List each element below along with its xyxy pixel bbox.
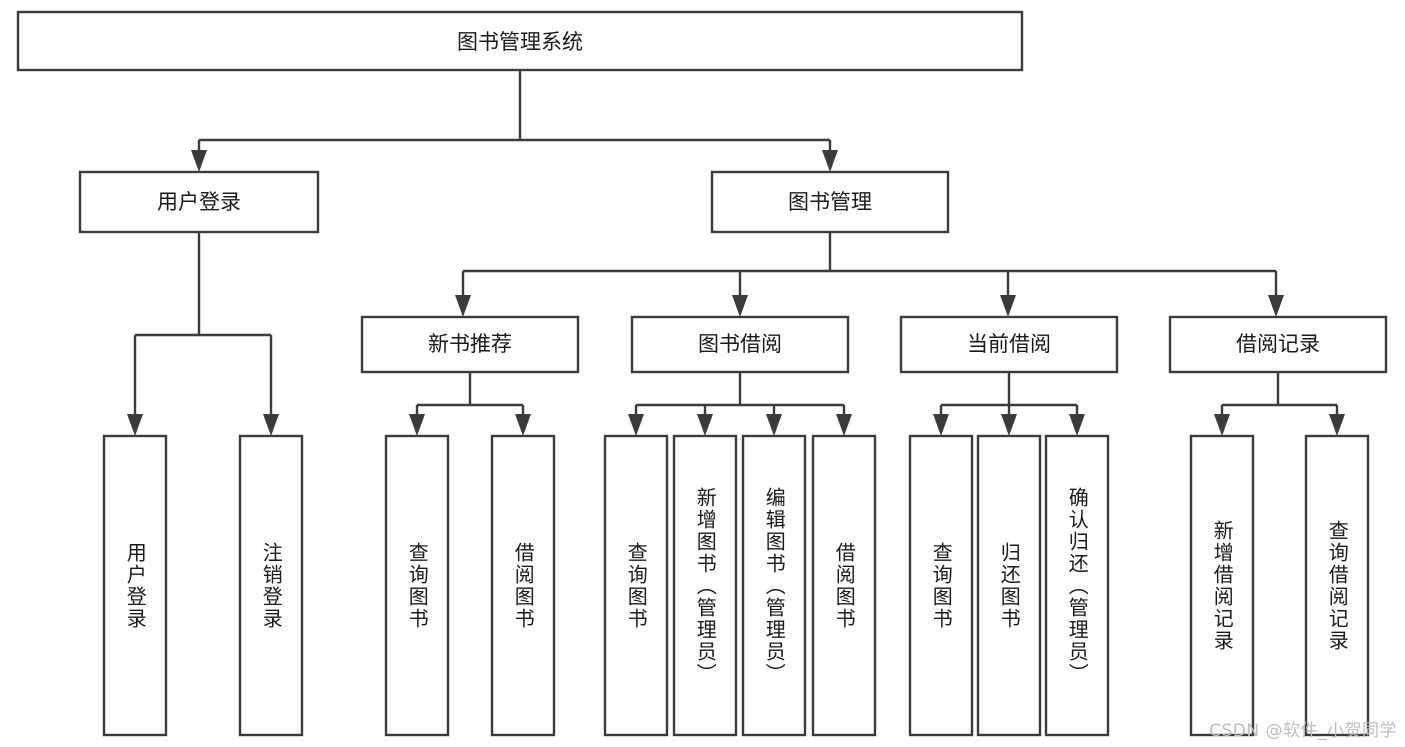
arrow-br-to-leaf-2: [1329, 414, 1345, 436]
node-book-management-system[interactable]: [16, 10, 1024, 72]
arrow-bm-to-current-borrow: [1000, 295, 1016, 317]
node-leaf-query-book-2[interactable]: [603, 434, 669, 737]
arrow-user-login-to-leaf-2: [263, 414, 279, 436]
arrow-bb-to-leaf-4: [836, 414, 852, 436]
arrow-bm-to-new-book-recommend: [455, 295, 471, 317]
arrow-bb-to-leaf-3: [766, 414, 782, 436]
node-leaf-borrow-book-1[interactable]: [490, 434, 556, 737]
node-leaf-edit-book[interactable]: [741, 434, 807, 737]
arrow-br-to-leaf-1: [1214, 414, 1230, 436]
arrow-bm-to-book-borrow: [732, 295, 748, 317]
arrow-cb-to-leaf-2: [1001, 414, 1017, 436]
csdn-watermark: CSDN @软件_小贺同学: [1209, 721, 1397, 741]
arrow-bb-to-leaf-2: [697, 414, 713, 436]
node-label-borrow-record: 借阅记录: [1236, 332, 1320, 356]
arrow-bm-to-borrow-record: [1268, 295, 1284, 317]
arrow-nbr-to-leaf-2: [515, 414, 531, 436]
node-label-book-management: 图书管理: [788, 190, 872, 214]
node-book-management[interactable]: [710, 170, 950, 234]
node-label-new-book-recommend: 新书推荐: [428, 332, 512, 356]
node-leaf-query-book-3[interactable]: [908, 434, 974, 737]
node-label-book-borrow: 图书借阅: [698, 332, 782, 356]
node-leaf-return-book[interactable]: [976, 434, 1042, 737]
arrow-cb-to-leaf-1: [933, 414, 949, 436]
arrow-user-login-to-leaf-1: [127, 414, 143, 436]
node-leaf-add-record[interactable]: [1189, 434, 1255, 737]
node-leaf-query-record[interactable]: [1304, 434, 1370, 737]
node-leaf-logout[interactable]: [238, 434, 304, 737]
node-leaf-add-book[interactable]: [672, 434, 738, 737]
node-label-user-login: 用户登录: [157, 190, 241, 214]
node-new-book-recommend[interactable]: [360, 315, 580, 374]
node-leaf-query-book-1[interactable]: [384, 434, 450, 737]
arrow-nbr-to-leaf-1: [409, 414, 425, 436]
node-leaf-confirm-return[interactable]: [1044, 434, 1110, 737]
node-book-borrow[interactable]: [630, 315, 850, 374]
node-current-borrow[interactable]: [899, 315, 1119, 374]
arrow-bb-to-leaf-1: [628, 414, 644, 436]
node-leaf-user-login[interactable]: [102, 434, 168, 737]
arrow-root-to-user-login: [191, 150, 207, 172]
arrow-cb-to-leaf-3: [1069, 414, 1085, 436]
node-label-book-management-system: 图书管理系统: [457, 30, 583, 54]
node-leaf-borrow-book-2[interactable]: [811, 434, 877, 737]
node-borrow-record[interactable]: [1168, 315, 1388, 374]
node-label-current-borrow: 当前借阅: [967, 332, 1051, 356]
arrow-root-to-book-management: [822, 150, 838, 172]
